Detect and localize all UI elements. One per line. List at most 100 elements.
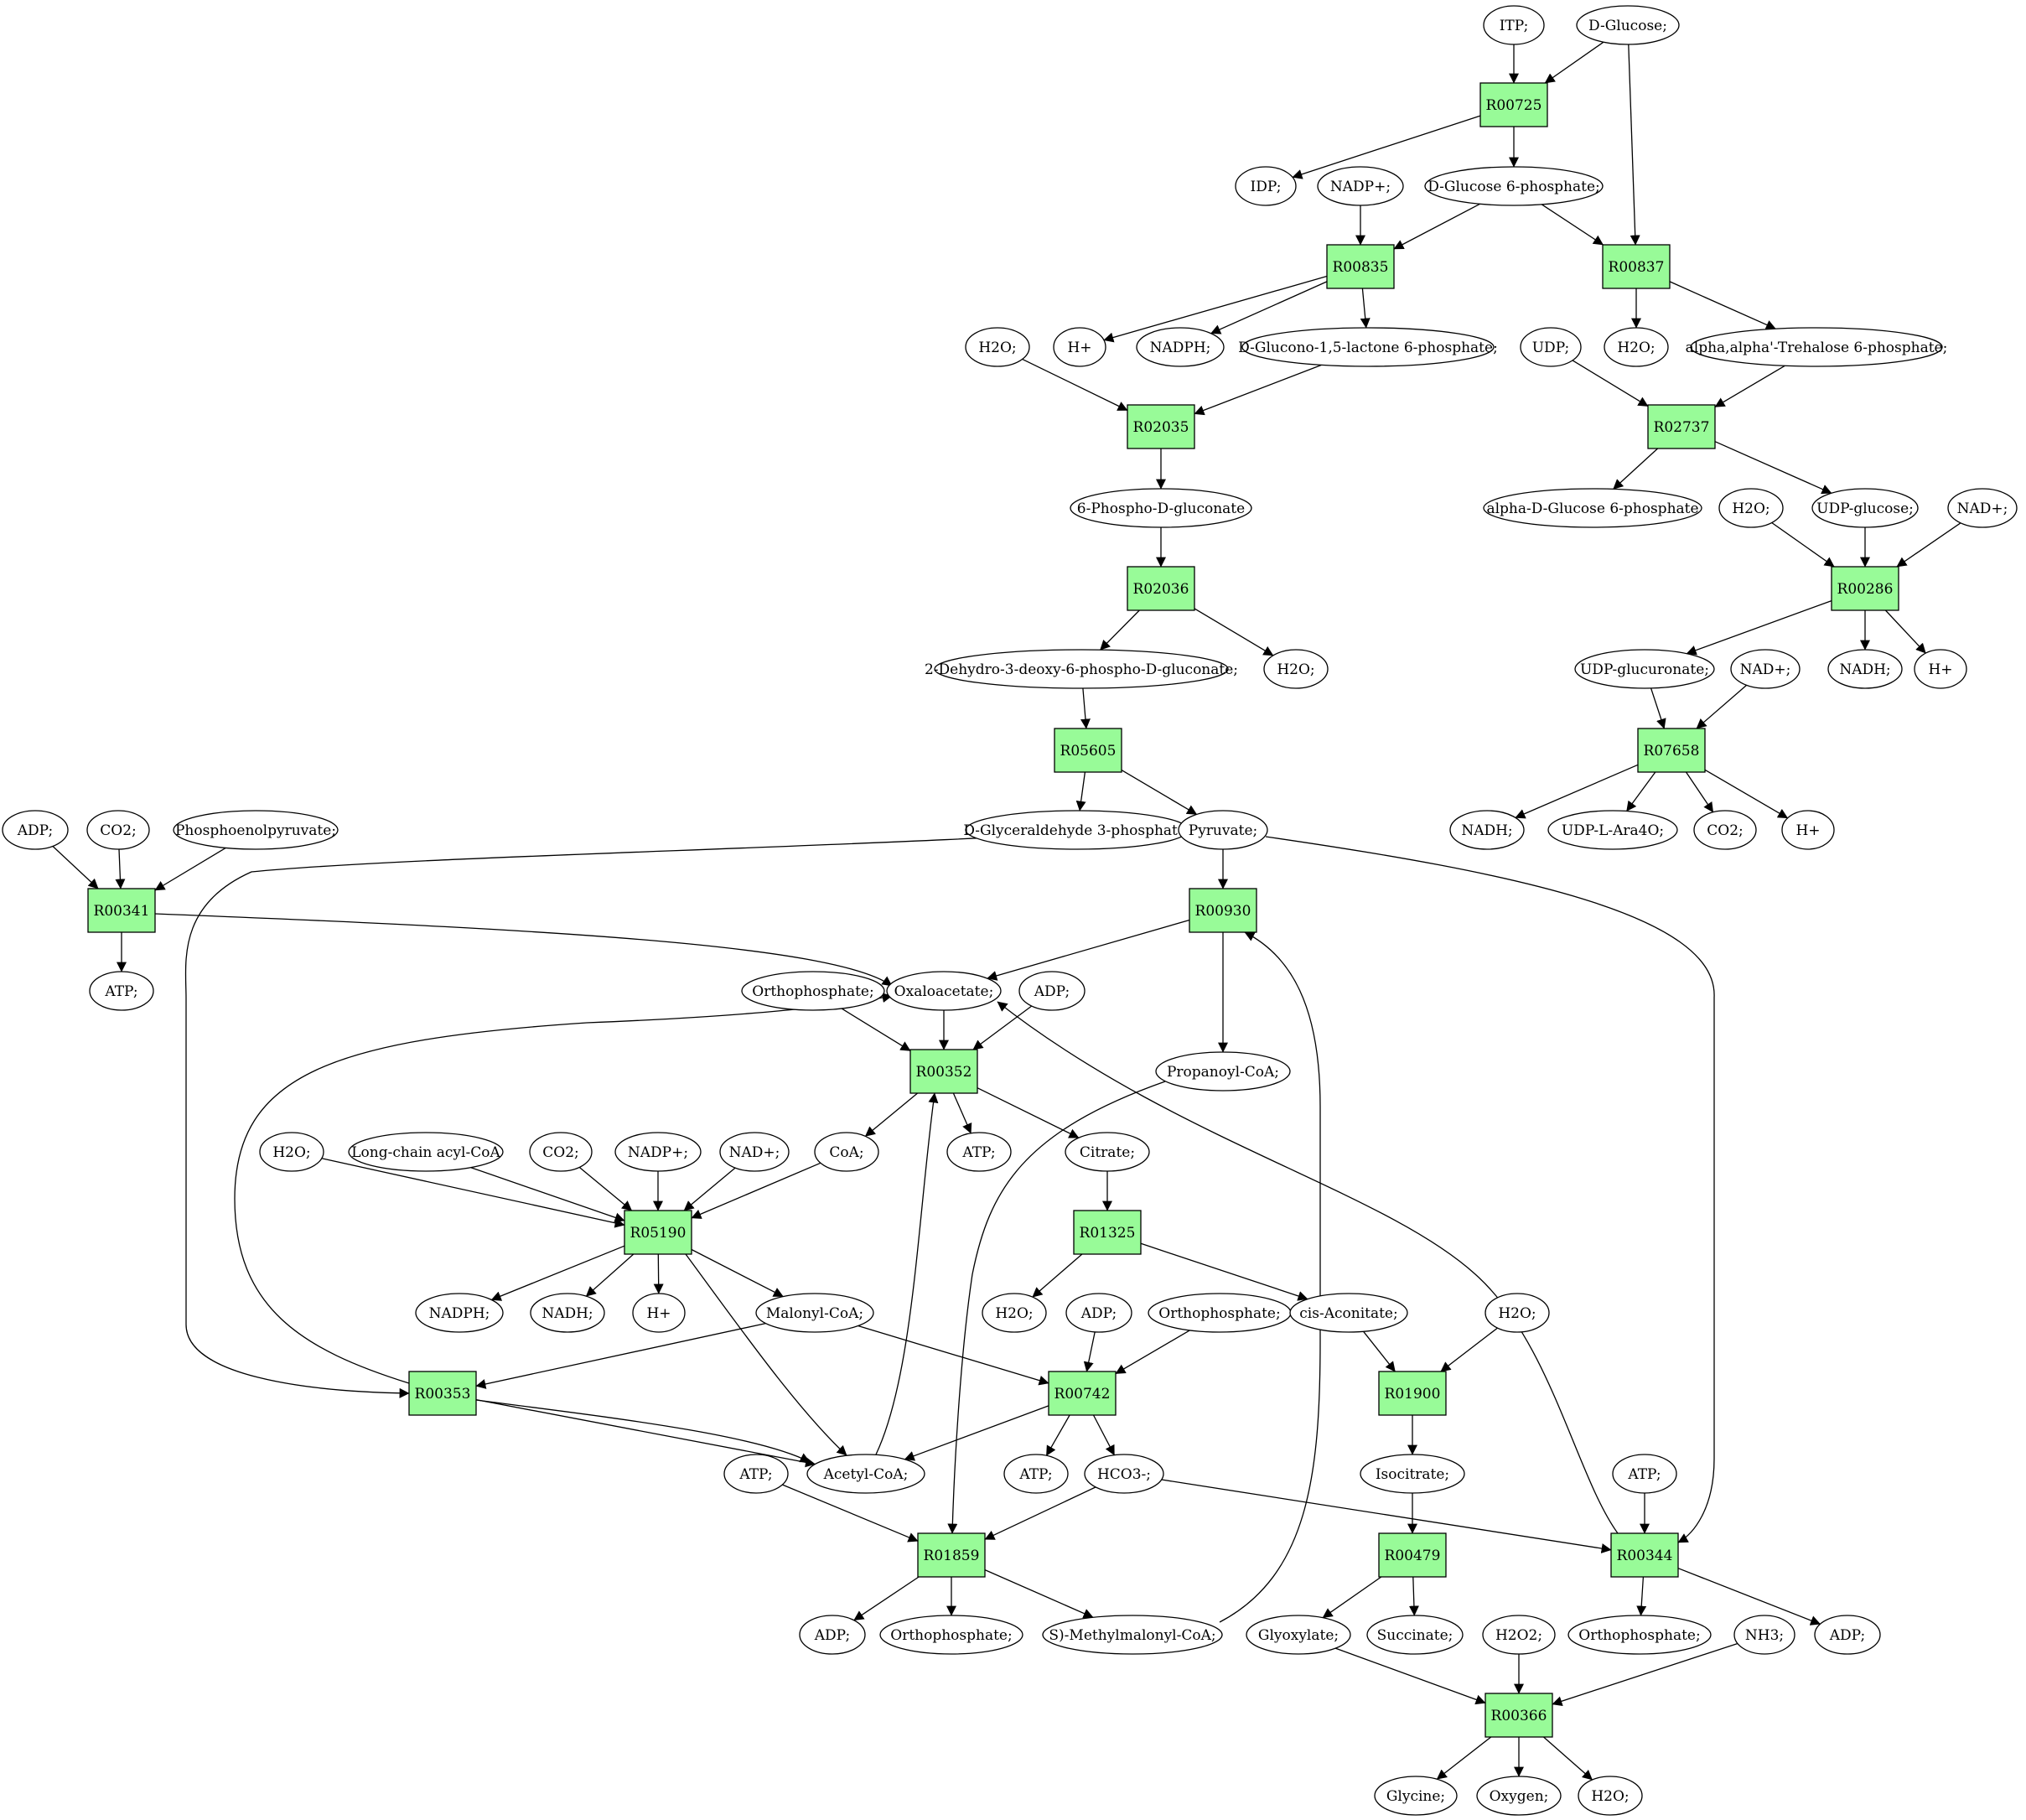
compound-node-adp3[interactable]: ADP; <box>1065 1293 1132 1333</box>
edge-r01859-to-adp4 <box>853 1576 920 1621</box>
compound-node-nh3[interactable]: NH3; <box>1733 1615 1795 1655</box>
compound-node-hplus2[interactable]: H+ <box>1914 649 1967 689</box>
compound-node-pep[interactable]: Phosphoenolpyruvate; <box>173 810 339 850</box>
compound-node-h2o_8[interactable]: H2O; <box>1578 1776 1643 1816</box>
compound-node-h2o_2[interactable]: H2O; <box>1604 327 1669 367</box>
reaction-node-r00725[interactable]: R00725 <box>1479 82 1548 127</box>
compound-node-h2o_5[interactable]: H2O; <box>259 1132 324 1172</box>
compound-node-citrate[interactable]: Citrate; <box>1065 1132 1150 1172</box>
compound-ellipse-h2o_2 <box>1604 327 1669 367</box>
compound-node-isocitrate[interactable]: Isocitrate; <box>1360 1454 1465 1494</box>
reaction-node-r00835[interactable]: R00835 <box>1326 244 1395 289</box>
reaction-node-r02036[interactable]: R02036 <box>1127 566 1195 611</box>
compound-node-nad1[interactable]: NAD+; <box>1947 488 2018 528</box>
compound-node-ortho2[interactable]: Orthophosphate; <box>1148 1293 1292 1333</box>
reaction-node-r00930[interactable]: R00930 <box>1189 888 1257 933</box>
reaction-node-r01325[interactable]: R01325 <box>1073 1210 1142 1255</box>
compound-node-hplus1[interactable]: H+ <box>1053 327 1106 367</box>
reaction-node-r01859[interactable]: R01859 <box>917 1532 986 1578</box>
compound-node-methylmalonyl[interactable]: S)-Methylmalonyl-CoA; <box>1042 1615 1223 1655</box>
compound-node-ortho1[interactable]: Orthophosphate; <box>741 971 885 1011</box>
compound-node-glyoxylate[interactable]: Glyoxylate; <box>1246 1615 1351 1655</box>
compound-node-ortho3[interactable]: Orthophosphate; <box>879 1615 1023 1655</box>
compound-node-ag6p[interactable]: alpha-D-Glucose 6-phosphate <box>1483 488 1702 528</box>
compound-node-oxygen[interactable]: Oxygen; <box>1476 1776 1562 1816</box>
compound-node-atp4[interactable]: ATP; <box>1003 1454 1069 1494</box>
compound-node-udp[interactable]: UDP; <box>1520 327 1582 367</box>
compound-node-itp[interactable]: ITP; <box>1483 5 1545 45</box>
compound-node-udpara[interactable]: UDP-L-Ara4O; <box>1547 810 1678 850</box>
compound-node-h2o_3[interactable]: H2O; <box>1718 488 1784 528</box>
compound-node-h2o_6[interactable]: H2O; <box>982 1293 1047 1333</box>
compound-node-co2_3[interactable]: CO2; <box>529 1132 593 1172</box>
edge-atp3-to-r01859 <box>782 1484 919 1543</box>
node-label-trehalose6p: alpha,alpha'-Trehalose 6-phosphate; <box>1686 340 1948 356</box>
compound-node-nadph1[interactable]: NADPH; <box>1136 327 1225 367</box>
reaction-node-r00286[interactable]: R00286 <box>1831 566 1899 611</box>
compound-node-kdpg[interactable]: 2-Dehydro-3-deoxy-6-phospho-D-gluconate; <box>925 649 1238 689</box>
compound-node-nad2[interactable]: NAD+; <box>1730 649 1801 689</box>
compound-node-adp2[interactable]: ADP; <box>1018 971 1086 1011</box>
compound-node-propanoyl[interactable]: Propanoyl-CoA; <box>1155 1051 1291 1091</box>
compound-node-pyruvate[interactable]: Pyruvate; <box>1178 810 1268 850</box>
compound-node-h2o2[interactable]: H2O2; <box>1482 1615 1556 1655</box>
compound-node-h2o_1[interactable]: H2O; <box>965 327 1030 367</box>
reaction-node-r00742[interactable]: R00742 <box>1048 1371 1117 1416</box>
compound-node-succinate[interactable]: Succinate; <box>1366 1615 1464 1655</box>
compound-node-h2o_4[interactable]: H2O; <box>1263 649 1329 689</box>
compound-node-atp2[interactable]: ATP; <box>946 1132 1012 1172</box>
compound-node-ortho4[interactable]: Orthophosphate; <box>1567 1615 1712 1655</box>
compound-node-co2_2[interactable]: CO2; <box>1693 810 1757 850</box>
compound-node-nad3[interactable]: NAD+; <box>719 1132 790 1172</box>
compound-node-nadh3[interactable]: NADH; <box>530 1293 605 1333</box>
compound-node-idp[interactable]: IDP; <box>1235 166 1297 206</box>
compound-node-hplus4[interactable]: H+ <box>632 1293 686 1333</box>
compound-node-gap[interactable]: D-Glyceraldehyde 3-phosphate; <box>963 810 1191 850</box>
reaction-node-r00366[interactable]: R00366 <box>1485 1693 1553 1738</box>
reaction-node-r05605[interactable]: R05605 <box>1054 728 1122 773</box>
compound-node-glycine[interactable]: Glycine; <box>1374 1776 1458 1816</box>
compound-node-nadh1[interactable]: NADH; <box>1827 649 1903 689</box>
compound-node-h2o_7[interactable]: H2O; <box>1485 1293 1550 1333</box>
compound-node-glucono[interactable]: D-Glucono-1,5-lactone 6-phosphate; <box>1238 327 1498 367</box>
compound-node-nadh2[interactable]: NADH; <box>1449 810 1525 850</box>
compound-node-cisaconitate[interactable]: cis-Aconitate; <box>1289 1293 1408 1333</box>
reaction-node-r05190[interactable]: R05190 <box>624 1210 692 1255</box>
compound-node-adp4[interactable]: ADP; <box>799 1615 866 1655</box>
reaction-node-r00344[interactable]: R00344 <box>1610 1532 1679 1578</box>
compound-node-hco3[interactable]: HCO3-; <box>1084 1454 1164 1494</box>
compound-node-udpglucose[interactable]: UDP-glucose; <box>1811 488 1919 528</box>
reaction-node-r00352[interactable]: R00352 <box>909 1049 978 1094</box>
reaction-node-r01900[interactable]: R01900 <box>1378 1371 1447 1416</box>
node-label-r00341: R00341 <box>94 903 150 920</box>
compound-node-nadp1[interactable]: NADP+; <box>1317 166 1404 206</box>
compound-node-nadph2[interactable]: NADPH; <box>415 1293 504 1333</box>
compound-node-dglucose[interactable]: D-Glucose; <box>1576 5 1680 45</box>
compound-node-atp3[interactable]: ATP; <box>723 1454 789 1494</box>
compound-node-phosphogluconate[interactable]: 6-Phospho-D-gluconate <box>1070 488 1252 528</box>
edge-pyruvate-to-r00344 <box>1265 836 1715 1543</box>
compound-node-atp1[interactable]: ATP; <box>89 971 154 1011</box>
compound-node-oxaloacetate[interactable]: Oxaloacetate; <box>886 971 1002 1011</box>
compound-node-trehalose6p[interactable]: alpha,alpha'-Trehalose 6-phosphate; <box>1686 327 1948 367</box>
compound-node-hplus3[interactable]: H+ <box>1781 810 1835 850</box>
reaction-node-r07658[interactable]: R07658 <box>1637 728 1706 773</box>
reaction-node-r00837[interactable]: R00837 <box>1602 244 1671 289</box>
reaction-node-r02035[interactable]: R02035 <box>1127 404 1195 449</box>
compound-node-adp5[interactable]: ADP; <box>1814 1615 1881 1655</box>
compound-node-coa[interactable]: CoA; <box>814 1132 879 1172</box>
compound-ellipse-atp4 <box>1003 1454 1069 1494</box>
reaction-node-r02737[interactable]: R02737 <box>1647 404 1716 449</box>
compound-node-co2_1[interactable]: CO2; <box>86 810 150 850</box>
compound-node-g6p[interactable]: D-Glucose 6-phosphate; <box>1424 166 1604 206</box>
compound-node-malonyl[interactable]: Malonyl-CoA; <box>755 1293 874 1333</box>
compound-node-adp1[interactable]: ADP; <box>2 810 69 850</box>
reaction-node-r00353[interactable]: R00353 <box>408 1371 477 1416</box>
compound-node-acetylcoa[interactable]: Acetyl-CoA; <box>806 1454 925 1494</box>
compound-node-lcacyl[interactable]: Long-chain acyl-CoA <box>348 1132 504 1172</box>
compound-node-atp5[interactable]: ATP; <box>1612 1454 1677 1494</box>
reaction-node-r00479[interactable]: R00479 <box>1378 1532 1447 1578</box>
compound-node-nadp2[interactable]: NADP+; <box>614 1132 702 1172</box>
compound-node-udpglucuronate[interactable]: UDP-glucuronate; <box>1574 649 1715 689</box>
reaction-node-r00341[interactable]: R00341 <box>87 888 156 933</box>
